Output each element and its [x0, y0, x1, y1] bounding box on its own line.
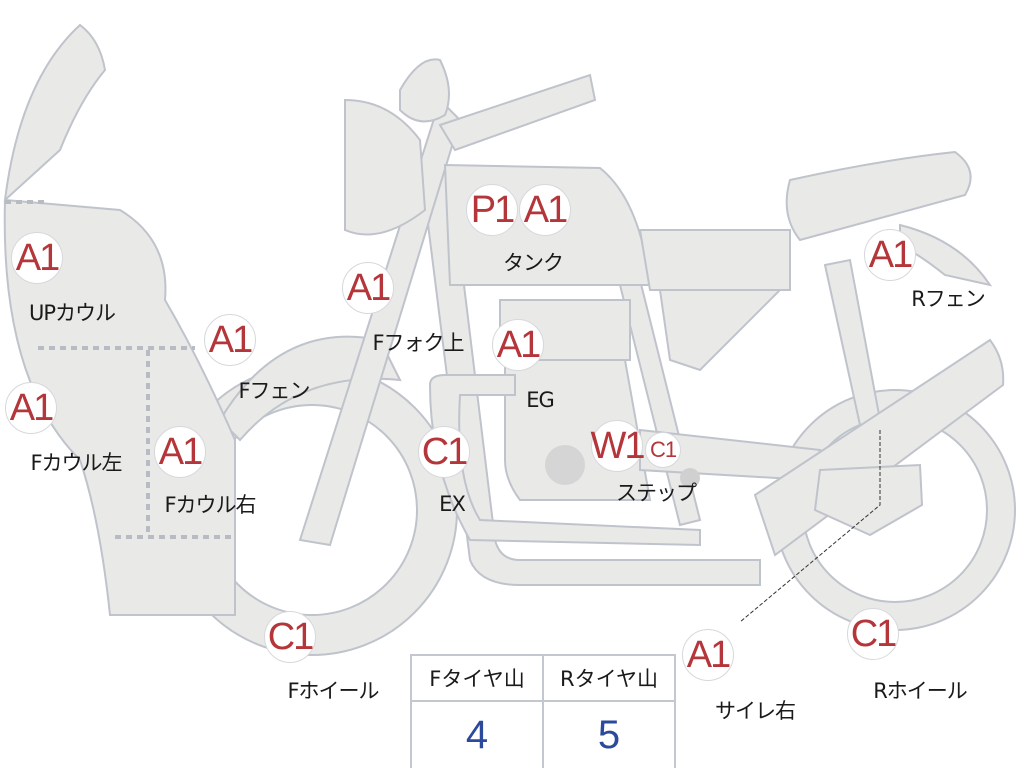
label-silencer-right: サイレ右	[715, 699, 796, 723]
grade-badge-up-cowl: A1	[11, 232, 63, 284]
label-f-fender: Fフェン	[238, 379, 310, 403]
label-tank: タンク	[503, 251, 564, 275]
front-cowl-shape	[3, 198, 236, 616]
grade-badge-tank-2: A1	[519, 184, 571, 236]
label-engine: EG	[526, 388, 555, 412]
grade-badge-exhaust: C1	[418, 426, 470, 478]
tire-tread-table: Fタイヤ山 Rタイヤ山 4 5	[410, 654, 676, 768]
grade-badge-f-cowl-left: A1	[5, 382, 57, 434]
upper-cowl-top	[3, 23, 107, 203]
grade-badge-f-fork-upper: A1	[342, 262, 394, 314]
grade-badge-r-wheel: C1	[847, 608, 899, 660]
label-r-wheel: Rホイール	[873, 679, 968, 703]
grade-badge-r-fender: A1	[864, 229, 916, 281]
front-tire-value: 4	[410, 700, 544, 768]
label-f-fork-upper: Fフォク上	[372, 331, 464, 355]
label-f-cowl-right: Fカウル右	[164, 493, 256, 517]
grade-badge-tank-1: P1	[466, 184, 518, 236]
front-fender-shape	[218, 335, 402, 442]
label-step: ステップ	[616, 481, 697, 505]
grade-badge-f-wheel: C1	[264, 611, 316, 663]
grade-badge-f-fender: A1	[204, 314, 256, 366]
label-f-cowl-left: Fカウル左	[30, 451, 122, 475]
label-f-wheel: Fホイール	[287, 679, 379, 703]
grade-badge-engine: A1	[492, 319, 544, 371]
label-up-cowl: UPカウル	[28, 301, 116, 325]
grade-badge-silencer-right: A1	[682, 629, 734, 681]
grade-badge-f-cowl-right: A1	[154, 426, 206, 478]
grade-badge-step-2: C1	[645, 432, 681, 468]
label-r-fender: Rフェン	[911, 287, 986, 311]
rear-tire-header: Rタイヤ山	[542, 654, 676, 702]
front-tire-header: Fタイヤ山	[410, 654, 544, 702]
grade-badge-step-1: W1	[591, 420, 646, 472]
rear-tire-value: 5	[542, 700, 676, 768]
label-exhaust: EX	[439, 492, 466, 516]
